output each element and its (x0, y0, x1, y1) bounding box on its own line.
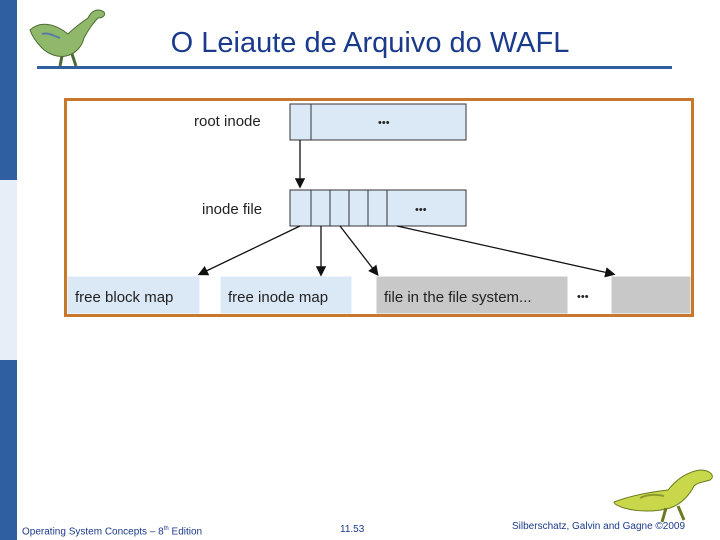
bottom-row-ellipsis: ••• (577, 291, 589, 303)
title-divider (37, 66, 672, 69)
inode-file-block (289, 189, 467, 227)
root-inode-ellipsis: ••• (378, 117, 390, 129)
footer-book-sup: th (163, 526, 169, 532)
file-in-fs-box (376, 276, 568, 314)
sidebar-stripe (0, 0, 17, 540)
dinosaur-logo (29, 9, 105, 67)
footer-book-title: Operating System Concepts – 8th Edition (22, 526, 202, 537)
sidebar-segment (0, 0, 17, 180)
sidebar-segment (0, 360, 17, 540)
free-inode-map-box (220, 276, 352, 314)
sidebar-segment (0, 180, 17, 360)
footer-authors: Silberschatz, Galvin and Gagne ©2009 (512, 521, 686, 532)
arrow-to-free-block-map (197, 225, 301, 276)
file-in-fs-label: file in the file system... (384, 289, 532, 306)
arrow-to-next-block (396, 225, 616, 278)
footer-book-prefix: Operating System Concepts – 8 (22, 526, 164, 538)
inode-file-label: inode file (202, 201, 262, 218)
free-block-map-label: free block map (75, 289, 173, 306)
inode-file-ellipsis: ••• (415, 204, 427, 216)
dinosaur-logo (613, 469, 713, 523)
free-inode-map-label: free inode map (228, 289, 328, 306)
root-inode-block (289, 103, 467, 141)
slide-title: O Leiaute de Arquivo do WAFL (170, 27, 570, 59)
root-inode-label: root inode (194, 113, 261, 130)
wafl-layout-diagram: root inode ••• inode file ••• free block… (64, 98, 694, 317)
slide-number: 11.53 (340, 524, 365, 535)
footer-book-suffix: Edition (168, 526, 203, 538)
gray-end-box (611, 276, 691, 314)
free-block-map-box (67, 276, 200, 314)
arrow-to-file-in-fs (339, 225, 379, 277)
